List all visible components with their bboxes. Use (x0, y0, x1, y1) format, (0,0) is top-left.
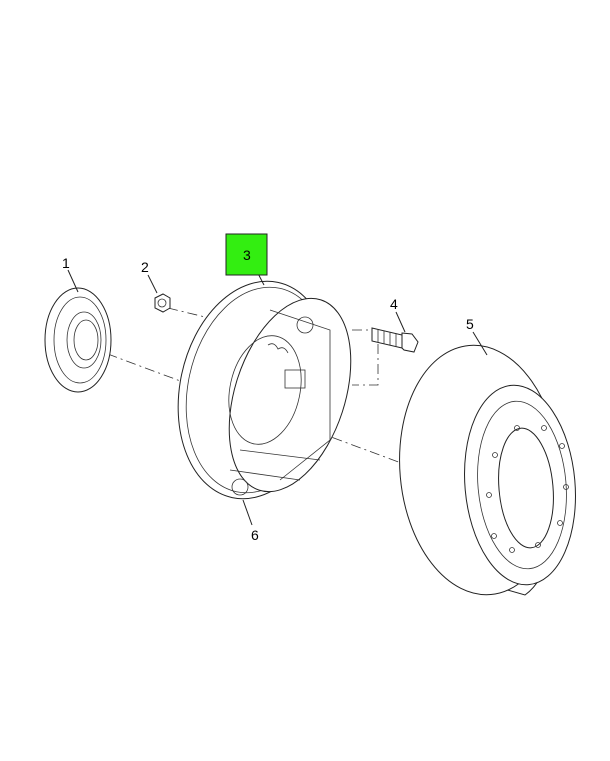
callout-1[interactable]: 1 (62, 255, 70, 271)
leader-line-2 (147, 274, 158, 294)
callout-6[interactable]: 6 (251, 527, 259, 543)
seal-part[interactable] (44, 287, 112, 393)
bolt-part[interactable] (371, 327, 419, 353)
callout-highlight-box[interactable] (225, 233, 268, 276)
leader-line-5 (472, 331, 488, 356)
nut-part[interactable] (154, 293, 171, 313)
leader-line-6 (242, 499, 253, 526)
callout-2[interactable]: 2 (141, 259, 149, 275)
leader-line-1 (67, 269, 79, 293)
brake-assembly-part[interactable] (159, 267, 373, 513)
callout-3[interactable]: 3 (243, 247, 251, 263)
bolt-centerline (352, 329, 379, 386)
callout-4[interactable]: 4 (390, 296, 398, 312)
leader-line-4 (395, 311, 406, 333)
callout-5[interactable]: 5 (466, 316, 474, 332)
brake-drum-part[interactable] (389, 339, 583, 602)
